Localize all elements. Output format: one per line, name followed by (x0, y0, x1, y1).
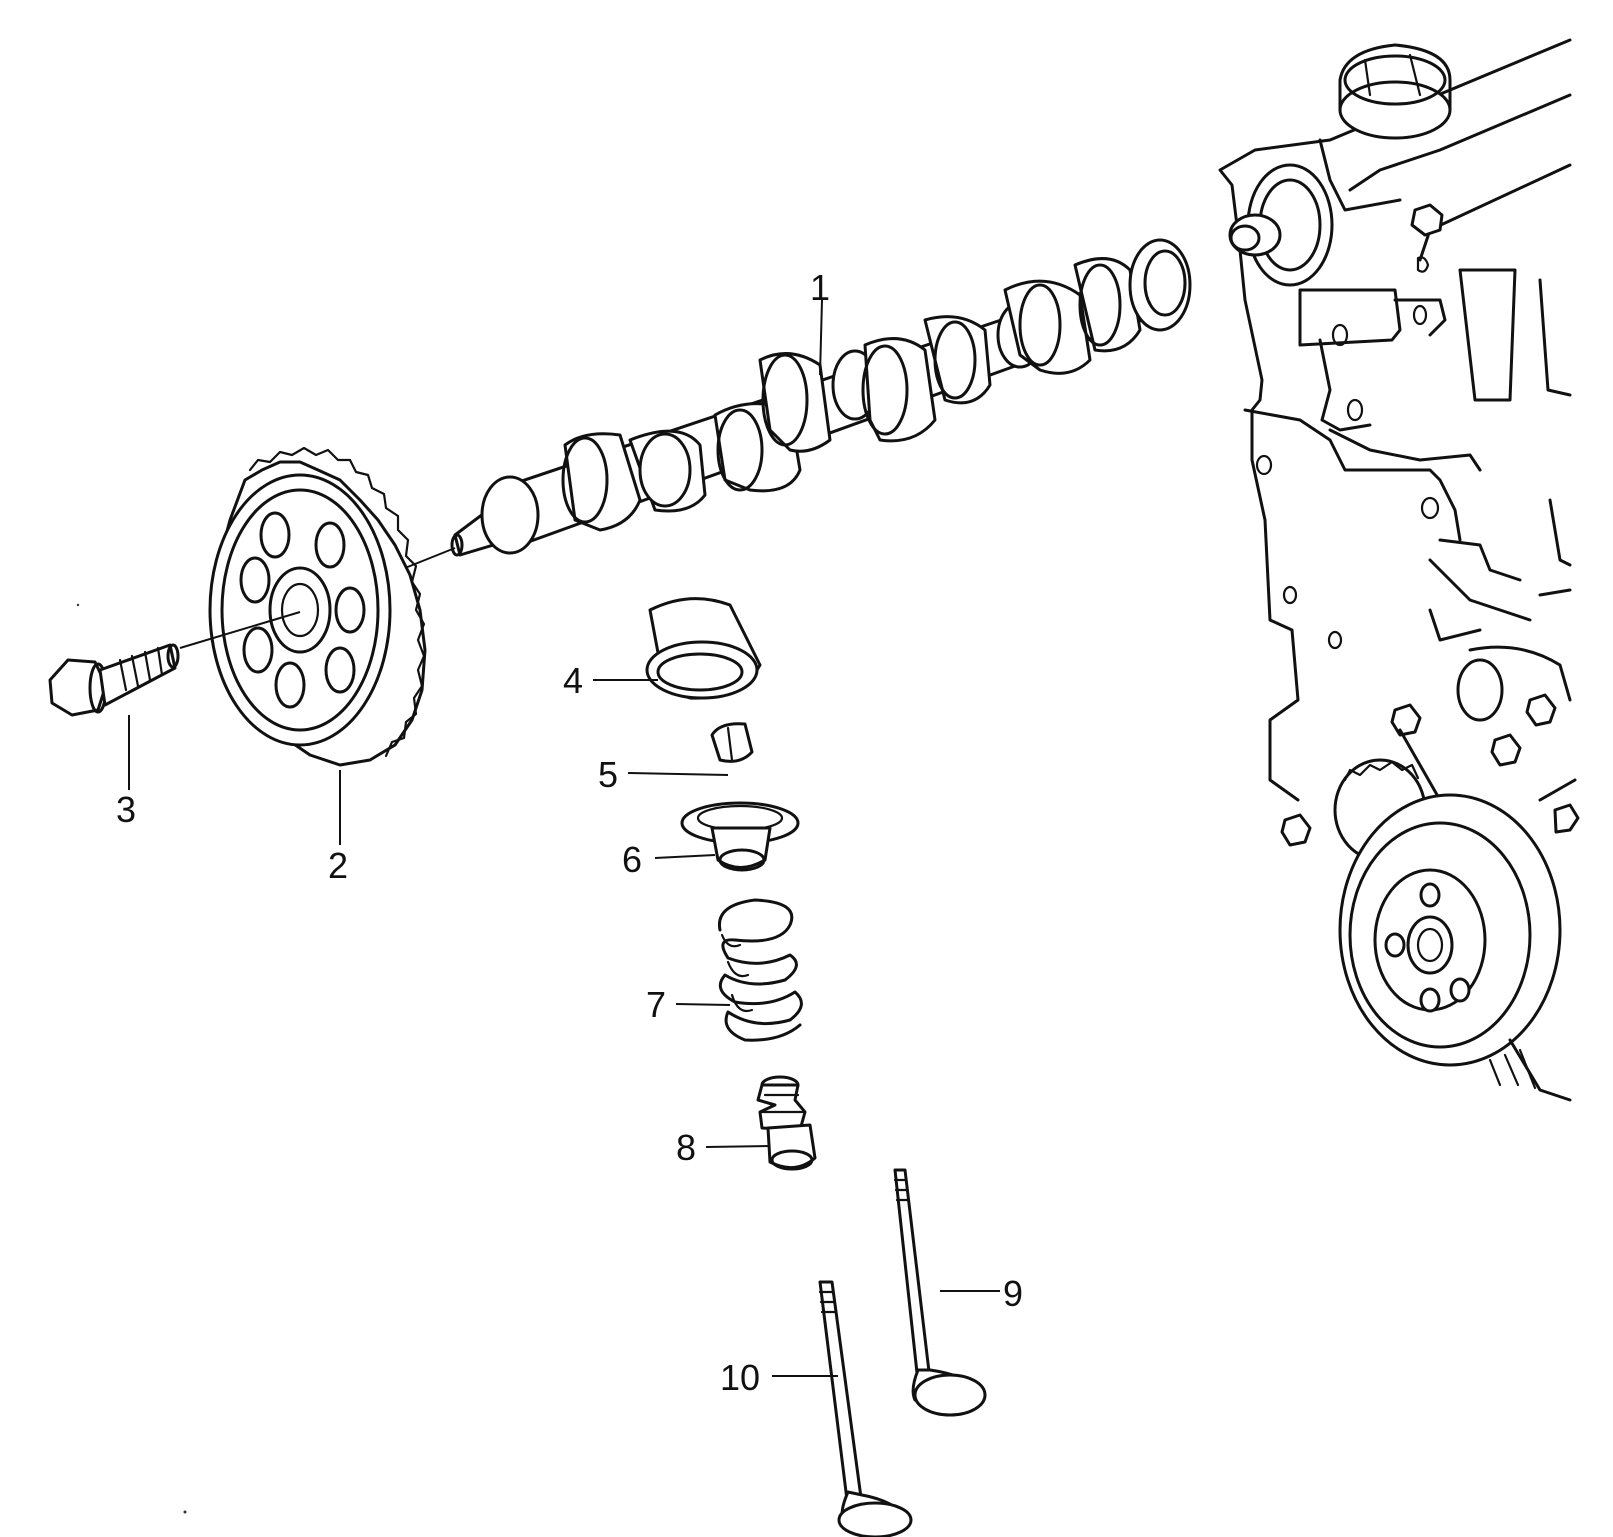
leader-line-5 (627, 772, 729, 776)
valve-spring-icon (717, 898, 803, 1042)
callout-3: 3 (116, 789, 136, 830)
callout-7: 7 (646, 984, 666, 1025)
callout-2: 2 (328, 845, 348, 886)
camshaft-sprocket-icon (179, 446, 427, 767)
callout-6: 6 (622, 839, 642, 880)
camshaft-icon (394, 238, 1192, 573)
callout-5: 5 (598, 754, 618, 795)
leader-line-7 (675, 1003, 731, 1006)
callout-1: 1 (810, 267, 830, 308)
bolt-icon (48, 643, 180, 717)
valve-stem-seal-icon (756, 1075, 817, 1171)
leader-line-6 (654, 854, 716, 859)
callout-4: 4 (563, 660, 583, 701)
engine-block (1218, 38, 1580, 1102)
crankshaft-pulley-icon (1280, 645, 1580, 1102)
oil-filler-cap-icon (1338, 43, 1452, 140)
valve-9-icon (893, 1168, 987, 1417)
callout-10: 10 (720, 1357, 760, 1398)
callout-9: 9 (1003, 1273, 1023, 1314)
camshaft-end-cap-icon (1228, 163, 1334, 287)
valve-10-icon (818, 1280, 913, 1537)
callout-8: 8 (676, 1127, 696, 1168)
leader-line-1 (819, 299, 823, 376)
valve-spring-retainer-icon (680, 801, 800, 872)
leader-line-8 (705, 1145, 771, 1148)
valve-cotters-icon (710, 722, 754, 763)
bucket-tappet-icon (645, 597, 762, 700)
